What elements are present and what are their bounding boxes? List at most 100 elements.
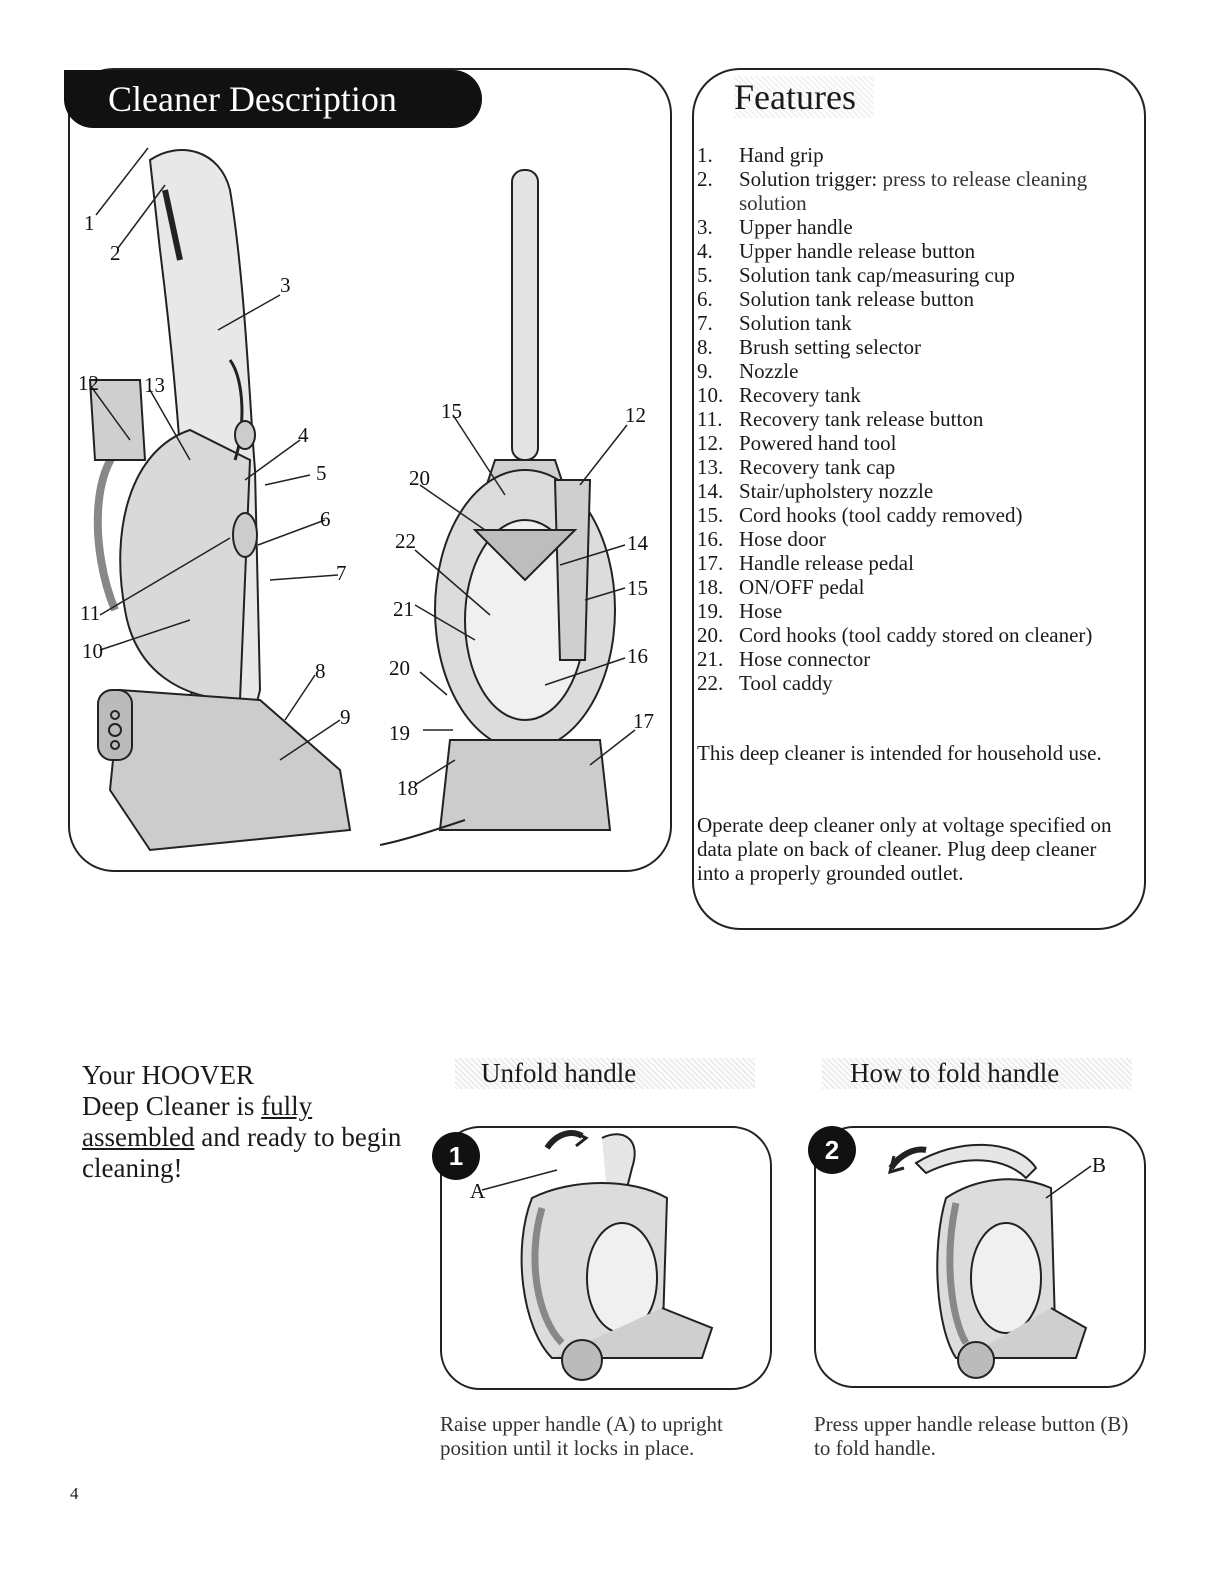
household-use-note: This deep cleaner is intended for househ…	[697, 741, 1102, 765]
fold-caption: Press upper handle release button (B) to…	[814, 1412, 1129, 1460]
feature-item: 5. Solution tank cap/measuring cup	[697, 263, 1127, 287]
feature-item: 4. Upper handle release button	[697, 239, 1127, 263]
intro-line-1: Your HOOVER	[82, 1060, 255, 1090]
feature-number: 9.	[697, 359, 713, 383]
fold-cleaner-diagram: B	[887, 1143, 1106, 1379]
features-title: Features	[734, 76, 874, 118]
callout-8: 8	[315, 659, 326, 683]
feature-item: 11. Recovery tank release button	[697, 407, 1127, 431]
callout-4: 4	[298, 423, 309, 447]
callout-15-top: 15	[441, 399, 462, 423]
feature-label: Nozzle	[739, 359, 799, 383]
callout-16: 16	[627, 644, 648, 668]
callout-7: 7	[336, 561, 347, 585]
feature-number: 21.	[697, 647, 724, 671]
feature-number: 17.	[697, 551, 724, 575]
feature-number: 10.	[697, 383, 724, 407]
feature-item: 3.Upper handle	[697, 215, 1127, 239]
feature-item: 13. Recovery tank cap	[697, 455, 1127, 479]
feature-label: Hand grip	[739, 143, 824, 167]
feature-item: 21. Hose connector	[697, 647, 1127, 671]
feature-label: Recovery tank	[739, 383, 861, 407]
callout-20-top: 20	[409, 466, 430, 490]
feature-item: 10. Recovery tank	[697, 383, 1127, 407]
feature-number: 3.	[697, 215, 713, 239]
feature-label: Recovery tank release button	[739, 407, 984, 431]
callout-15-side: 15	[627, 576, 648, 600]
feature-label: Solution tank release button	[739, 287, 975, 311]
feature-item: 19.Hose	[697, 599, 1127, 623]
feature-number: 12.	[697, 431, 724, 455]
feature-number: 14.	[697, 479, 724, 503]
feature-item: 14.Stair/upholstery nozzle	[697, 479, 1127, 503]
feature-item: 6. Solution tank release button	[697, 287, 1127, 311]
cleaner-front-view-diagram: 15 12 20 14 22 15 21 16 20 17 19 18	[379, 169, 654, 846]
feature-label: Cord hooks (tool caddy removed)	[739, 503, 1023, 527]
callout-12: 12	[78, 371, 99, 395]
feature-number: 5.	[697, 263, 713, 287]
feature-item: 18. ON/OFF pedal	[697, 575, 1127, 599]
feature-label: Recovery tank cap	[739, 455, 896, 479]
callout-19: 19	[389, 721, 410, 745]
page-number: 4	[70, 1484, 79, 1503]
feature-label: Hose	[739, 599, 783, 623]
callout-3: 3	[280, 273, 291, 297]
feature-number: 18.	[697, 575, 724, 599]
assembled-intro: Your HOOVER Deep Cleaner is fully assemb…	[82, 1060, 412, 1184]
callout-5: 5	[316, 461, 327, 485]
step-1-badge: 1	[432, 1132, 480, 1180]
feature-label: Tool caddy	[739, 671, 833, 695]
feature-item: 22.Tool caddy	[697, 671, 1127, 695]
feature-number: 7.	[697, 311, 713, 335]
callout-20-low: 20	[389, 656, 410, 680]
feature-item: 15. Cord hooks (tool caddy removed)	[697, 503, 1127, 527]
feature-label: Handle release pedal	[739, 551, 914, 575]
feature-label: Brush setting selector	[739, 335, 921, 359]
voltage-note: Operate deep cleaner only at voltage spe…	[697, 813, 1112, 885]
feature-item: 1. Hand grip	[697, 143, 1127, 167]
feature-item: 2.Solution trigger: press to release cle…	[697, 167, 1127, 215]
feature-number: 2.	[697, 167, 713, 191]
feature-item: 9. Nozzle	[697, 359, 1127, 383]
feature-number: 13.	[697, 455, 724, 479]
unfold-caption: Raise upper handle (A) to upright positi…	[440, 1412, 723, 1460]
feature-label: Solution trigger:	[739, 167, 878, 191]
callout-21: 21	[393, 597, 414, 621]
callout-11: 11	[80, 601, 100, 625]
feature-item: 17. Handle release pedal	[697, 551, 1127, 575]
feature-item: 7.Solution tank	[697, 311, 1127, 335]
feature-number: 8.	[697, 335, 713, 359]
feature-item: 12.Powered hand tool	[697, 431, 1127, 455]
feature-number: 1.	[697, 143, 713, 167]
feature-label: Cord hooks (tool caddy stored on cleaner…	[739, 623, 1093, 647]
unfold-handle-illustration: A	[440, 1126, 772, 1390]
callout-14: 14	[627, 531, 649, 555]
callout-12-front: 12	[625, 403, 646, 427]
feature-number: 16.	[697, 527, 724, 551]
feature-item: 16. Hose door	[697, 527, 1127, 551]
feature-label: Solution tank cap/measuring cup	[739, 263, 1015, 287]
feature-label: Hose door	[739, 527, 826, 551]
callout-17: 17	[633, 709, 654, 733]
intro-line-2-post: and ready to begin cleaning!	[82, 1122, 402, 1183]
callout-2: 2	[110, 241, 121, 265]
features-panel	[692, 68, 1146, 930]
callout-18: 18	[397, 776, 418, 800]
feature-number: 11.	[697, 407, 723, 431]
feature-number: 4.	[697, 239, 713, 263]
callout-1: 1	[84, 211, 95, 235]
feature-number: 15.	[697, 503, 724, 527]
feature-item: 8. Brush setting selector	[697, 335, 1127, 359]
intro-line-2-pre: Deep Cleaner is	[82, 1091, 262, 1121]
step-2-badge: 2	[808, 1126, 856, 1174]
feature-label: ON/OFF pedal	[739, 575, 865, 599]
callout-6: 6	[320, 507, 331, 531]
feature-number: 6.	[697, 287, 713, 311]
unfold-handle-title: Unfold handle	[455, 1058, 755, 1089]
feature-item: 20.Cord hooks (tool caddy stored on clea…	[697, 623, 1127, 647]
feature-label: Upper handle release button	[739, 239, 976, 263]
label-b: B	[1092, 1153, 1106, 1177]
feature-label: Hose connector	[739, 647, 871, 671]
callout-13: 13	[144, 373, 165, 397]
